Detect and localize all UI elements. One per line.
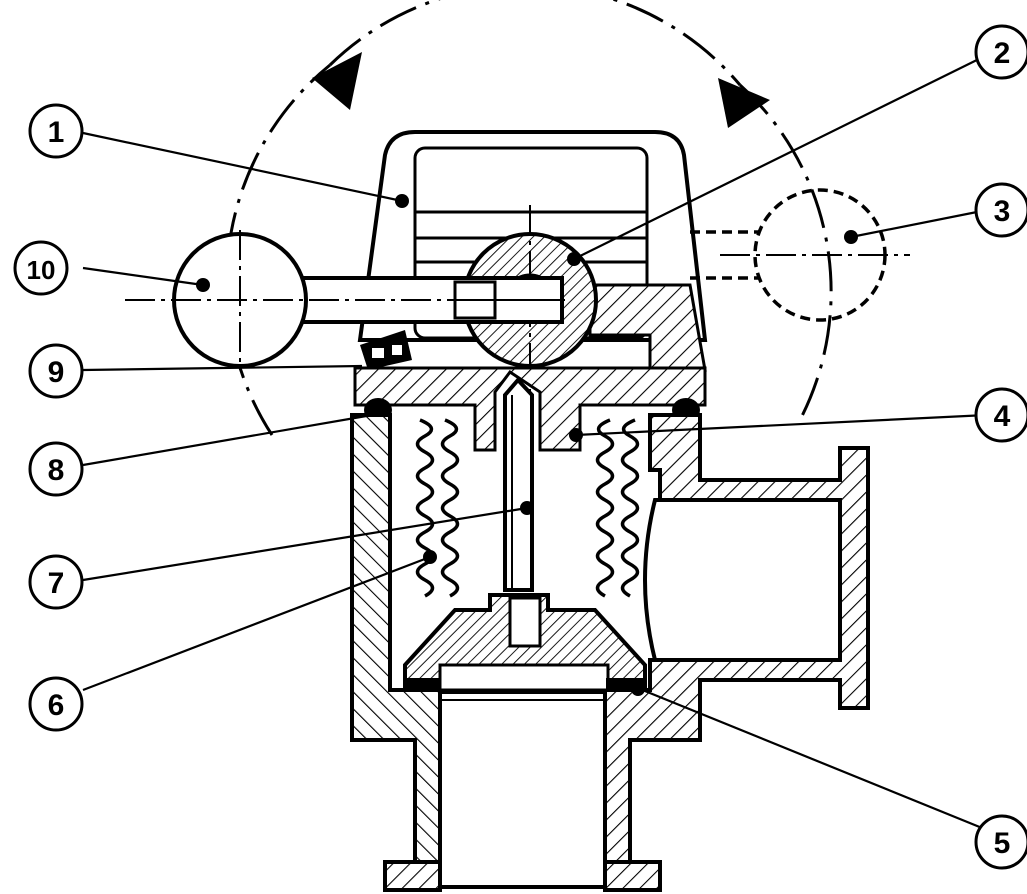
leader-lines (82, 54, 988, 832)
callout-6: 6 (28, 676, 84, 732)
callout-8-label: 8 (48, 454, 65, 487)
callout-10-label: 10 (27, 255, 56, 285)
bellows-left (415, 418, 460, 598)
valve-stem (503, 377, 534, 592)
callout-8: 8 (28, 441, 84, 497)
callout-5-label: 5 (994, 827, 1011, 860)
seal-left (405, 678, 441, 692)
housing-section-right (588, 283, 707, 372)
callout-6-label: 6 (48, 689, 65, 722)
callout-4-label: 4 (994, 400, 1011, 433)
callout-1-label: 1 (48, 116, 65, 149)
rotation-arrow-right-icon (718, 78, 770, 128)
knob-left (125, 230, 565, 370)
callout-9-label: 9 (48, 356, 65, 389)
bellows-right (595, 418, 640, 598)
callout-1: 1 (28, 103, 84, 159)
callout-2-label: 2 (994, 37, 1011, 70)
callout-10: 10 (13, 240, 69, 296)
callout-3: 3 (974, 182, 1027, 238)
callout-9: 9 (28, 343, 84, 399)
valve-poppet (403, 593, 647, 692)
callout-7: 7 (28, 554, 84, 610)
detent (360, 330, 412, 370)
side-port (643, 498, 842, 662)
callout-7-label: 7 (48, 567, 65, 600)
rotation-arrow-left-icon (312, 52, 362, 110)
callout-2: 2 (974, 24, 1027, 80)
bottom-port (438, 690, 607, 889)
leader-dots (196, 194, 858, 696)
callout-3-label: 3 (994, 195, 1011, 228)
callout-4: 4 (974, 387, 1027, 443)
callout-5: 5 (974, 814, 1027, 870)
